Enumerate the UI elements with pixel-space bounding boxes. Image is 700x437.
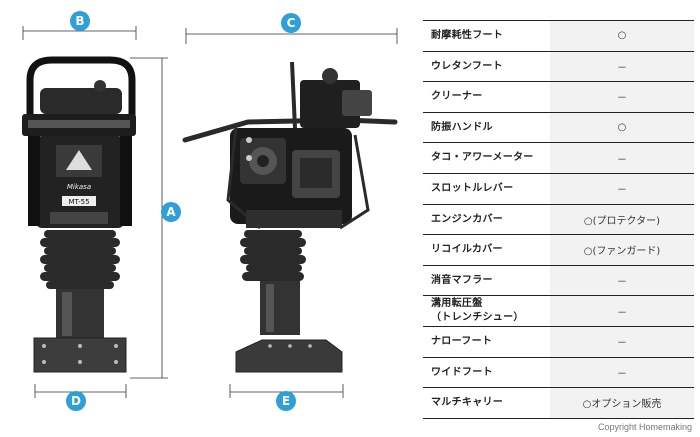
spec-value: ○(プロテクター) [550, 204, 694, 236]
table-row: ウレタンフート － [423, 51, 694, 83]
accessory-spec-table: 耐摩耗性フート ○ ウレタンフート － クリーナー － 防振ハンドル ○ タコ・… [423, 20, 694, 419]
spec-label: スロットルレバー [423, 173, 550, 205]
table-row: 消音マフラー － [423, 265, 694, 297]
brand-plate: Mikasa [67, 183, 91, 191]
spec-value: － [550, 81, 694, 113]
table-row: ナローフート － [423, 326, 694, 358]
copyright-text: Copyright Homemaking [597, 422, 692, 432]
rammer-illustration: Mikasa MT-55 [22, 26, 398, 398]
spec-value: － [550, 51, 694, 83]
spec-label: 防振ハンドル [423, 112, 550, 144]
spec-label: ウレタンフート [423, 51, 550, 83]
spec-value: ○オプション販売 [550, 387, 694, 419]
spec-value: － [550, 142, 694, 174]
spec-label: ナローフート [423, 326, 550, 358]
spec-value: ○(ファンガード) [550, 234, 694, 266]
spec-label: ワイドフート [423, 357, 550, 389]
spec-value: ○ [550, 112, 694, 144]
table-row: クリーナー － [423, 81, 694, 113]
table-row: マルチキャリー ○オプション販売 [423, 387, 694, 419]
spec-label: リコイルカバー [423, 234, 550, 266]
spec-value: － [550, 265, 694, 297]
dimension-badge-b: B [70, 11, 90, 31]
spec-label: タコ・アワーメーター [423, 142, 550, 174]
spec-label-line1: 溝用転圧盤 [431, 297, 483, 309]
table-row: ワイドフート － [423, 357, 694, 389]
table-row: 防振ハンドル ○ [423, 112, 694, 144]
spec-label: マルチキャリー [423, 387, 550, 419]
rammer-drawing: Mikasa MT-55 [22, 11, 398, 411]
spec-label: 溝用転圧盤 （トレンチシュー） [423, 295, 550, 327]
table-row: 溝用転圧盤 （トレンチシュー） － [423, 295, 694, 327]
spec-label: エンジンカバー [423, 204, 550, 236]
table-row: リコイルカバー ○(ファンガード) [423, 234, 694, 266]
spec-value: － [550, 295, 694, 327]
table-row: スロットルレバー － [423, 173, 694, 205]
model-plate: MT-55 [68, 198, 89, 206]
dimension-badge-e: E [276, 391, 296, 411]
dimension-badge-a: A [161, 202, 181, 222]
table-row: エンジンカバー ○(プロテクター) [423, 204, 694, 236]
spec-value: － [550, 357, 694, 389]
spec-label: 消音マフラー [423, 265, 550, 297]
spec-value: ○ [550, 20, 694, 52]
front-view: Mikasa MT-55 [22, 56, 136, 373]
spec-value: － [550, 173, 694, 205]
side-view [182, 61, 398, 373]
table-row: タコ・アワーメーター － [423, 142, 694, 174]
spec-label: クリーナー [423, 81, 550, 113]
spec-value: － [550, 326, 694, 358]
spec-label: 耐摩耗性フート [423, 20, 550, 52]
dimension-badge-c: C [281, 13, 301, 33]
table-row: 耐摩耗性フート ○ [423, 20, 694, 52]
spec-label-line2: （トレンチシュー） [431, 312, 524, 324]
dimension-badge-d: D [66, 391, 86, 411]
